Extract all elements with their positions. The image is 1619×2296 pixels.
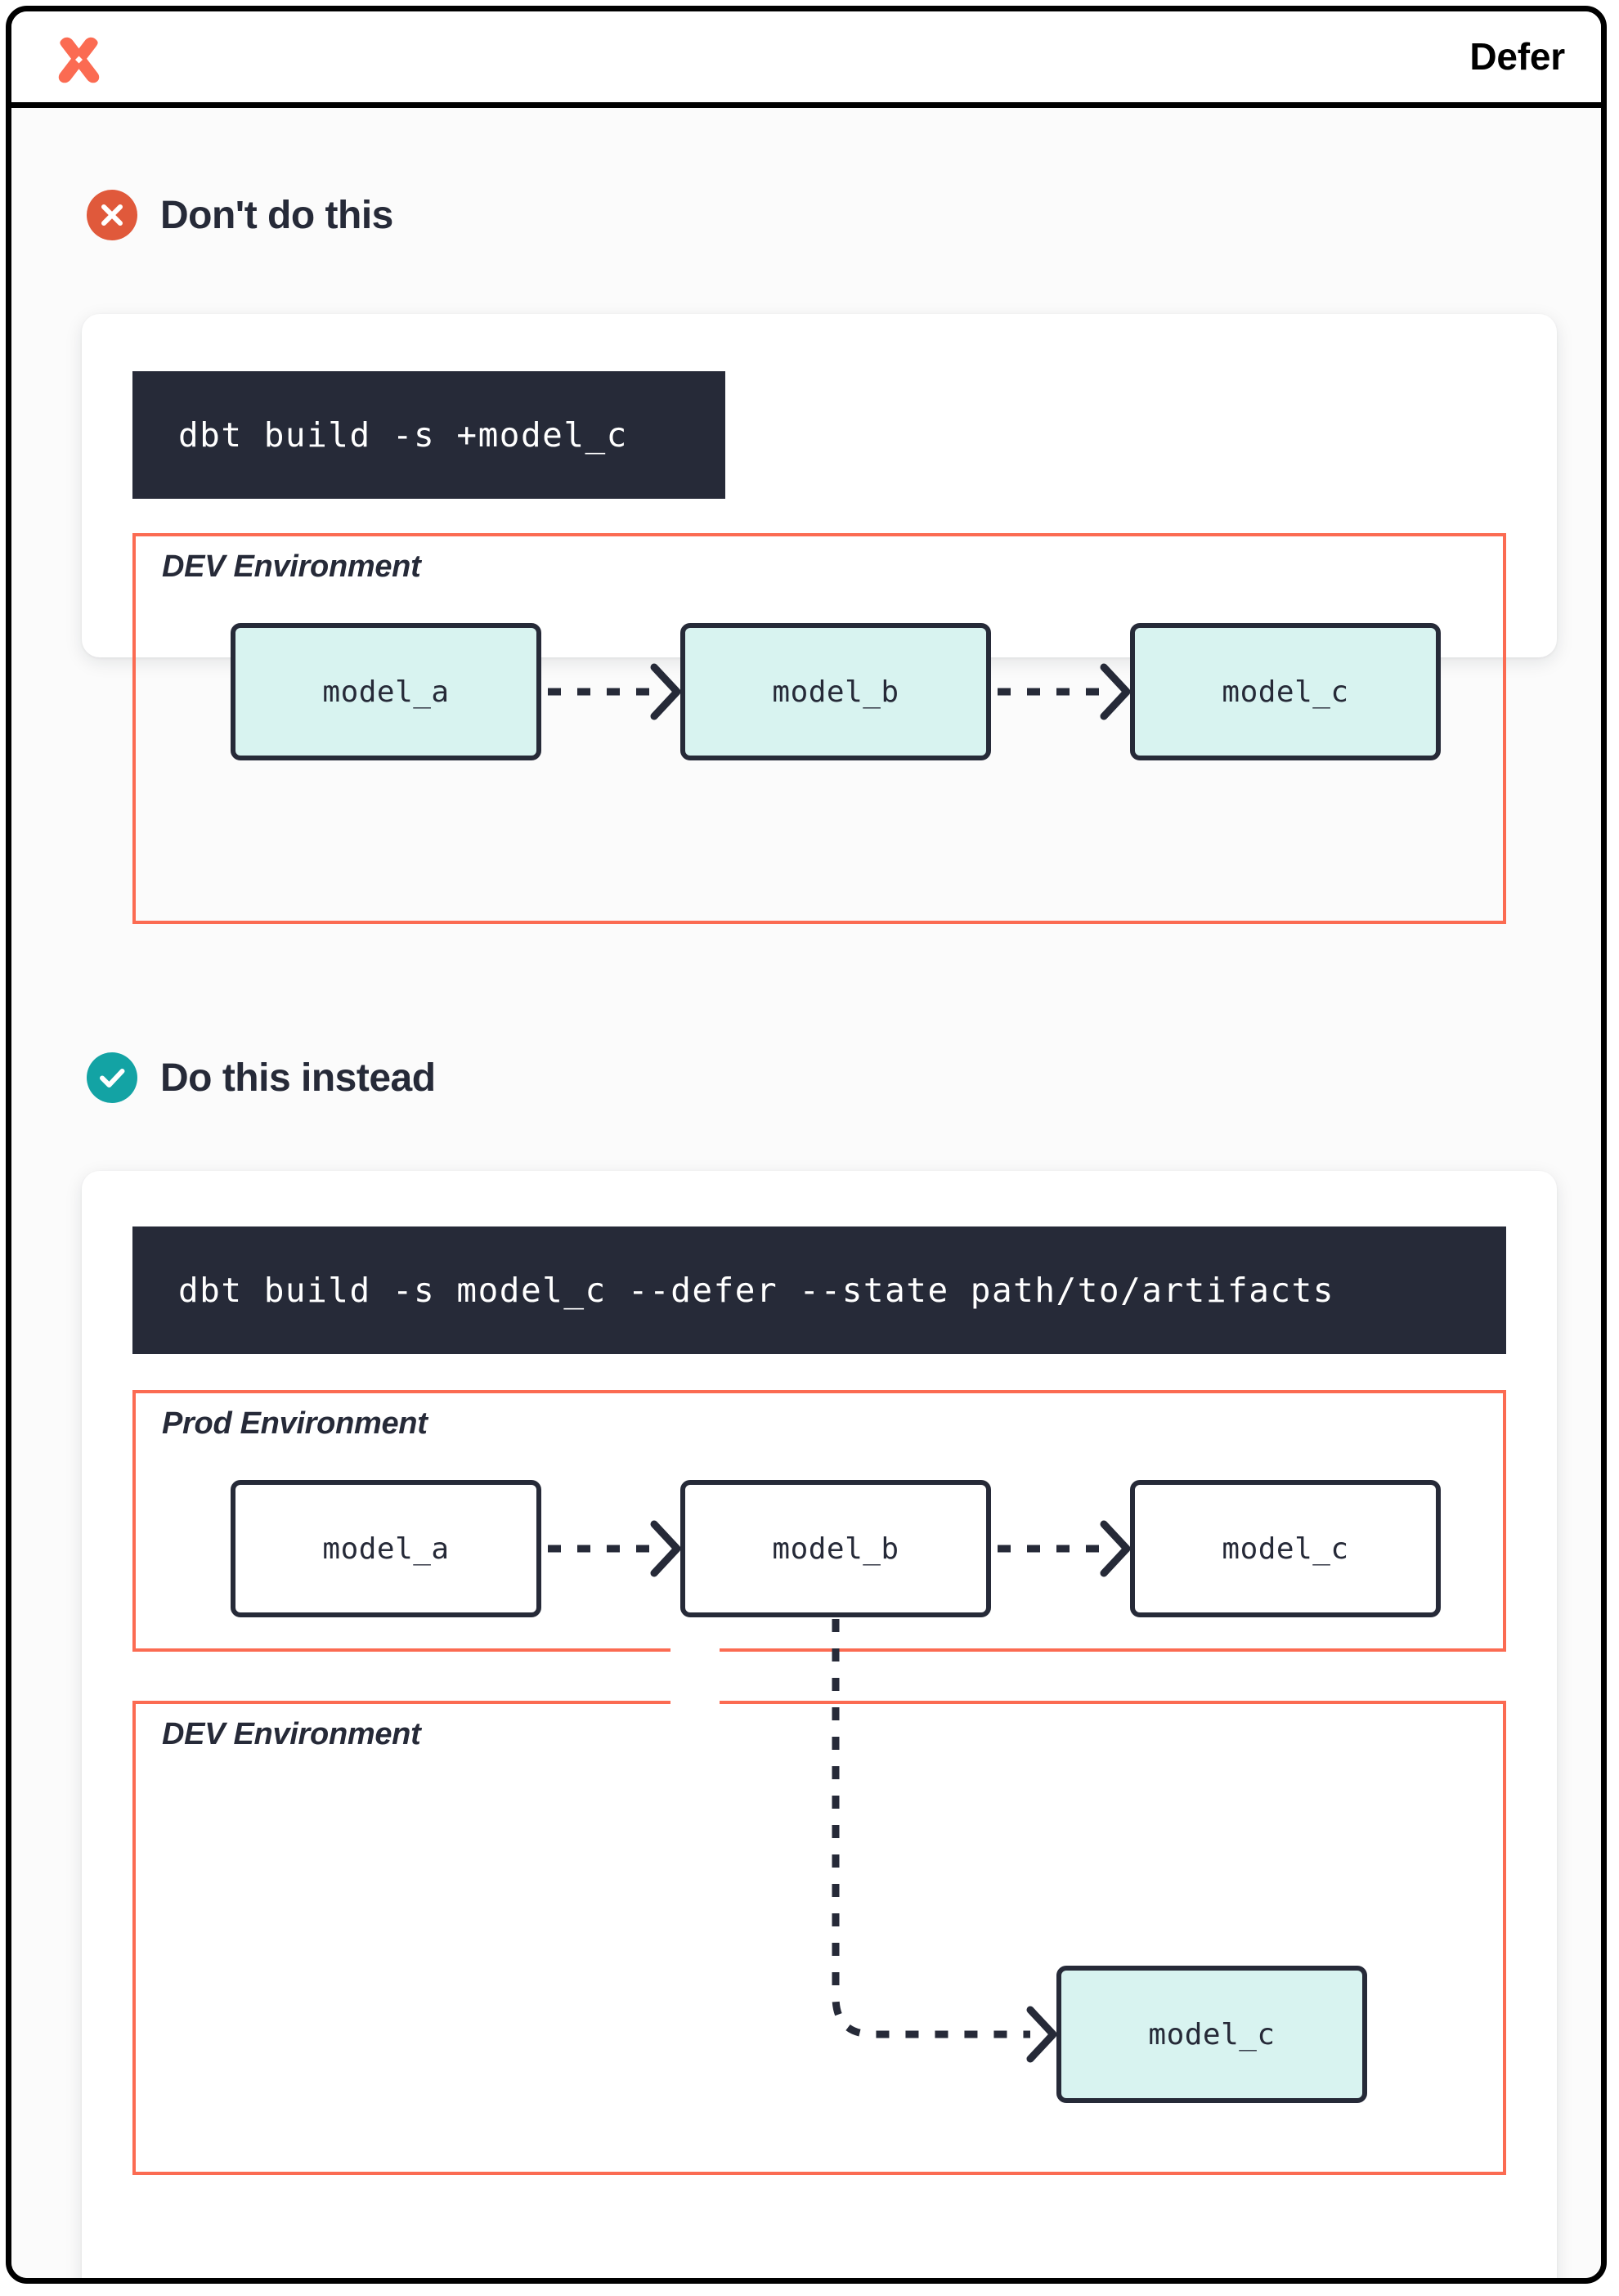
x-circle-icon — [87, 190, 137, 240]
env-box-dev-top-left — [132, 1701, 670, 1704]
section-heading-dont: Don't do this — [87, 190, 393, 240]
page-title: Defer — [1469, 35, 1565, 78]
env-box-prod-bottom-right — [720, 1648, 1506, 1652]
header-bar: Defer — [11, 11, 1601, 108]
check-circle-icon — [87, 1052, 137, 1103]
env-label-dev-dont: DEV Environment — [162, 549, 421, 584]
node-model-c-dev-dont[interactable]: model_c — [1130, 623, 1441, 760]
section-heading-do: Do this instead — [87, 1052, 436, 1103]
env-box-dev-top-right — [720, 1701, 1506, 1704]
node-model-c-dev-do[interactable]: model_c — [1056, 1966, 1367, 2103]
node-model-b-prod[interactable]: model_b — [680, 1480, 991, 1617]
node-model-a-prod[interactable]: model_a — [231, 1480, 541, 1617]
node-model-c-prod[interactable]: model_c — [1130, 1480, 1441, 1617]
env-label-dev-do: DEV Environment — [162, 1717, 421, 1751]
card-dont: dbt build -s +model_c DEV Environment mo… — [82, 314, 1557, 924]
section-title-dont: Don't do this — [160, 193, 393, 237]
code-block-do: dbt build -s model_c --defer --state pat… — [132, 1226, 1506, 1354]
page-body: Don't do this dbt build -s +model_c DEV … — [11, 108, 1601, 2278]
env-box-prod-bottom-left — [132, 1648, 670, 1652]
env-box-prod — [132, 1390, 1506, 1652]
env-box-dev-do — [132, 1701, 1506, 2175]
env-label-prod: Prod Environment — [162, 1406, 428, 1441]
code-block-dont: dbt build -s +model_c — [132, 371, 725, 499]
env-box-dev-dont — [132, 533, 1506, 924]
node-model-a-dev-dont[interactable]: model_a — [231, 623, 541, 760]
section-title-do: Do this instead — [160, 1056, 436, 1100]
dbt-logo-icon — [54, 34, 105, 85]
window-frame: Defer Don't do this dbt build -s +model_… — [6, 6, 1607, 2284]
card-do: dbt build -s model_c --defer --state pat… — [82, 1171, 1557, 2278]
node-model-b-dev-dont[interactable]: model_b — [680, 623, 991, 760]
